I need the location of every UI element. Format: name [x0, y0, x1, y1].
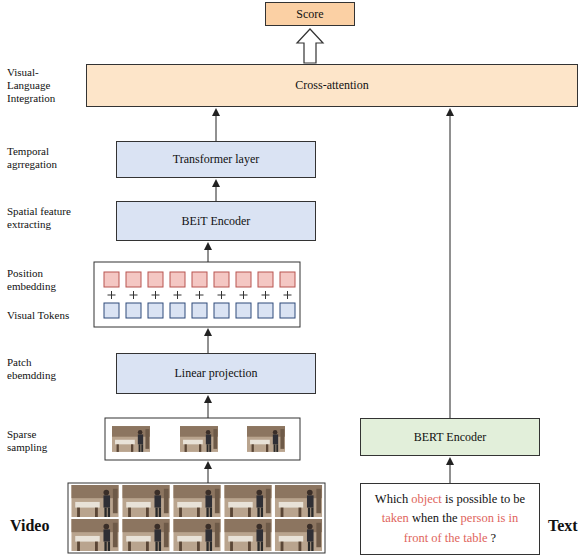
question-text: Which object is possible to be taken whe… [369, 490, 531, 548]
video-frame [173, 519, 220, 551]
video-frame [173, 485, 220, 517]
question-word: ? [491, 531, 497, 545]
node-label: BERT Encoder [414, 430, 487, 445]
node-label: Linear projection [175, 366, 258, 381]
flow-arrow [446, 108, 454, 418]
stage-label: Temporal agrregation [7, 145, 69, 171]
process-box: Transformer layer [116, 141, 316, 178]
question-box: Which object is possible to be taken whe… [360, 483, 540, 555]
video-frame [71, 519, 118, 551]
highlight-word: object [411, 492, 442, 506]
flow-arrow [212, 179, 220, 201]
highlight-word: taken [382, 511, 409, 525]
sampled-frame [180, 426, 218, 452]
stage-label: Visual Tokens [7, 309, 87, 322]
position-embeddings [104, 272, 295, 287]
video-frame [224, 485, 271, 517]
question-word: is possible to be [445, 492, 525, 506]
video-frame [275, 519, 322, 551]
stage-label: Spatial feature extracting [7, 205, 87, 231]
sampled-frame [112, 426, 150, 452]
question-word: when the [412, 511, 457, 525]
sampled-frame [247, 426, 285, 452]
process-box: Linear projection [116, 353, 316, 394]
video-strip [68, 483, 325, 553]
node-label: Score [296, 7, 323, 22]
sampling-panel [105, 418, 300, 460]
token-panel [94, 262, 300, 327]
node-label: Cross-attention [295, 78, 368, 93]
process-box: BEiT Encoder [116, 201, 316, 241]
node-label: Transformer layer [173, 152, 260, 167]
video-frame [122, 519, 169, 551]
visual-tokens [104, 303, 295, 318]
node-label: BEiT Encoder [182, 214, 251, 229]
modality-label: Text [548, 516, 582, 535]
video-frame [71, 485, 118, 517]
encoder-box: BERT Encoder [360, 418, 540, 456]
output-arrow [297, 29, 323, 63]
fusion-box: Cross-attention [86, 64, 578, 107]
flow-arrow [212, 108, 220, 141]
flow-arrow [446, 457, 454, 483]
stage-label: Patch ebemdding [7, 356, 69, 382]
output-box: Score [265, 2, 355, 26]
video-frame [224, 519, 271, 551]
video-frame [275, 485, 322, 517]
stage-label: Sparse sampling [7, 428, 69, 454]
plus-signs [108, 291, 292, 299]
stage-label: Position embedding [7, 267, 69, 293]
video-frame [122, 485, 169, 517]
modality-label: Video [10, 516, 70, 535]
question-word: Which [375, 492, 408, 506]
stage-label: Visual-Language Integration [7, 66, 69, 106]
